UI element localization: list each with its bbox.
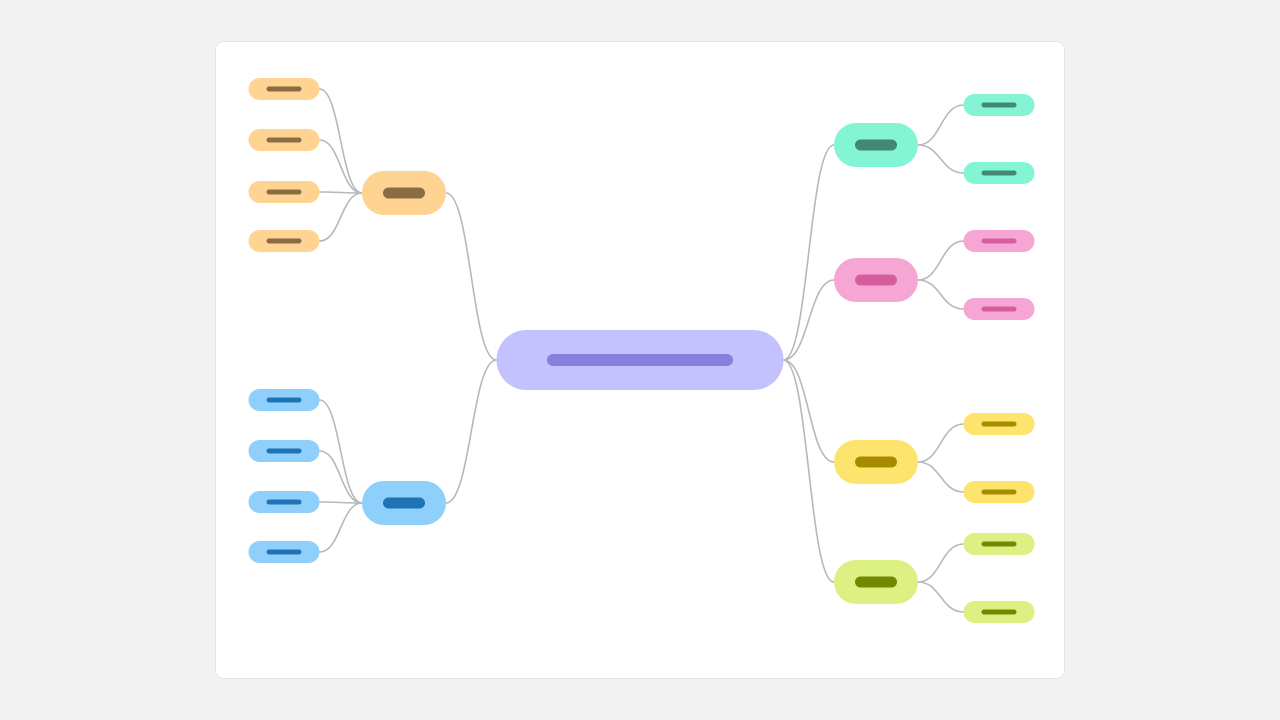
link-blue-leaf-4 bbox=[319, 502, 363, 553]
pink-leaf-node-1[interactable] bbox=[963, 230, 1035, 252]
link-root-teal bbox=[783, 144, 835, 361]
yellow-branch-node-label-placeholder bbox=[855, 456, 897, 468]
blue-leaf-node-1[interactable] bbox=[248, 389, 320, 411]
teal-branch-node[interactable] bbox=[834, 123, 918, 167]
link-blue-leaf-3 bbox=[319, 501, 363, 504]
orange-leaf-node-2[interactable] bbox=[248, 129, 320, 151]
link-orange-leaf-1 bbox=[319, 88, 363, 194]
lime-leaf-node-2[interactable] bbox=[963, 601, 1035, 623]
teal-leaf-node-2[interactable] bbox=[963, 162, 1035, 184]
link-lime-leaf-2 bbox=[917, 581, 964, 613]
link-blue-leaf-2 bbox=[319, 450, 363, 504]
link-orange-leaf-2 bbox=[319, 139, 363, 194]
orange-leaf-node-3-label-placeholder bbox=[266, 189, 302, 195]
pink-leaf-node-1-label-placeholder bbox=[981, 238, 1017, 244]
link-yellow-leaf-2 bbox=[917, 461, 964, 493]
blue-leaf-node-2-label-placeholder bbox=[266, 448, 302, 454]
connector-layer bbox=[319, 88, 964, 613]
lime-leaf-node-2-label-placeholder bbox=[981, 609, 1017, 615]
blue-leaf-node-2[interactable] bbox=[248, 440, 320, 462]
yellow-leaf-node-1[interactable] bbox=[963, 413, 1035, 435]
link-root-yellow bbox=[783, 359, 835, 463]
link-pink-leaf-2 bbox=[917, 279, 964, 310]
link-orange-leaf-4 bbox=[319, 192, 363, 242]
teal-leaf-node-2-label-placeholder bbox=[981, 170, 1017, 176]
orange-leaf-node-3[interactable] bbox=[248, 181, 320, 203]
blue-leaf-node-3[interactable] bbox=[248, 491, 320, 513]
lime-leaf-node-1-label-placeholder bbox=[981, 541, 1017, 547]
link-root-pink bbox=[783, 279, 835, 361]
blue-leaf-node-4-label-placeholder bbox=[266, 549, 302, 555]
lime-branch-node[interactable] bbox=[834, 560, 918, 604]
teal-branch-node-label-placeholder bbox=[855, 139, 897, 151]
pink-branch-node[interactable] bbox=[834, 258, 918, 302]
blue-branch-node-label-placeholder bbox=[383, 497, 425, 509]
node-layer bbox=[248, 78, 1035, 623]
yellow-leaf-node-1-label-placeholder bbox=[981, 421, 1017, 427]
link-root-lime bbox=[783, 359, 835, 583]
orange-leaf-node-4-label-placeholder bbox=[266, 238, 302, 244]
link-orange-leaf-3 bbox=[319, 191, 363, 194]
yellow-leaf-node-2[interactable] bbox=[963, 481, 1035, 503]
blue-leaf-node-1-label-placeholder bbox=[266, 397, 302, 403]
pink-branch-node-label-placeholder bbox=[855, 274, 897, 286]
orange-leaf-node-4[interactable] bbox=[248, 230, 320, 252]
blue-leaf-node-4[interactable] bbox=[248, 541, 320, 563]
link-blue-leaf-1 bbox=[319, 399, 363, 504]
orange-branch-node[interactable] bbox=[362, 171, 446, 215]
lime-branch-node-label-placeholder bbox=[855, 576, 897, 588]
link-yellow-leaf-1 bbox=[917, 423, 964, 463]
lime-leaf-node-1[interactable] bbox=[963, 533, 1035, 555]
teal-leaf-node-1[interactable] bbox=[963, 94, 1035, 116]
link-root-orange bbox=[445, 192, 497, 361]
orange-leaf-node-1-label-placeholder bbox=[266, 86, 302, 92]
link-lime-leaf-1 bbox=[917, 543, 964, 583]
blue-branch-node[interactable] bbox=[362, 481, 446, 525]
link-pink-leaf-1 bbox=[917, 240, 964, 281]
pink-leaf-node-2-label-placeholder bbox=[981, 306, 1017, 312]
root-node[interactable] bbox=[496, 330, 784, 390]
link-teal-leaf-2 bbox=[917, 144, 964, 174]
blue-leaf-node-3-label-placeholder bbox=[266, 499, 302, 505]
teal-leaf-node-1-label-placeholder bbox=[981, 102, 1017, 108]
orange-leaf-node-1[interactable] bbox=[248, 78, 320, 100]
link-teal-leaf-1 bbox=[917, 104, 964, 146]
yellow-branch-node[interactable] bbox=[834, 440, 918, 484]
orange-branch-node-label-placeholder bbox=[383, 187, 425, 199]
orange-leaf-node-2-label-placeholder bbox=[266, 137, 302, 143]
root-node-label-placeholder bbox=[547, 354, 733, 366]
pink-leaf-node-2[interactable] bbox=[963, 298, 1035, 320]
link-root-blue bbox=[445, 359, 497, 504]
yellow-leaf-node-2-label-placeholder bbox=[981, 489, 1017, 495]
